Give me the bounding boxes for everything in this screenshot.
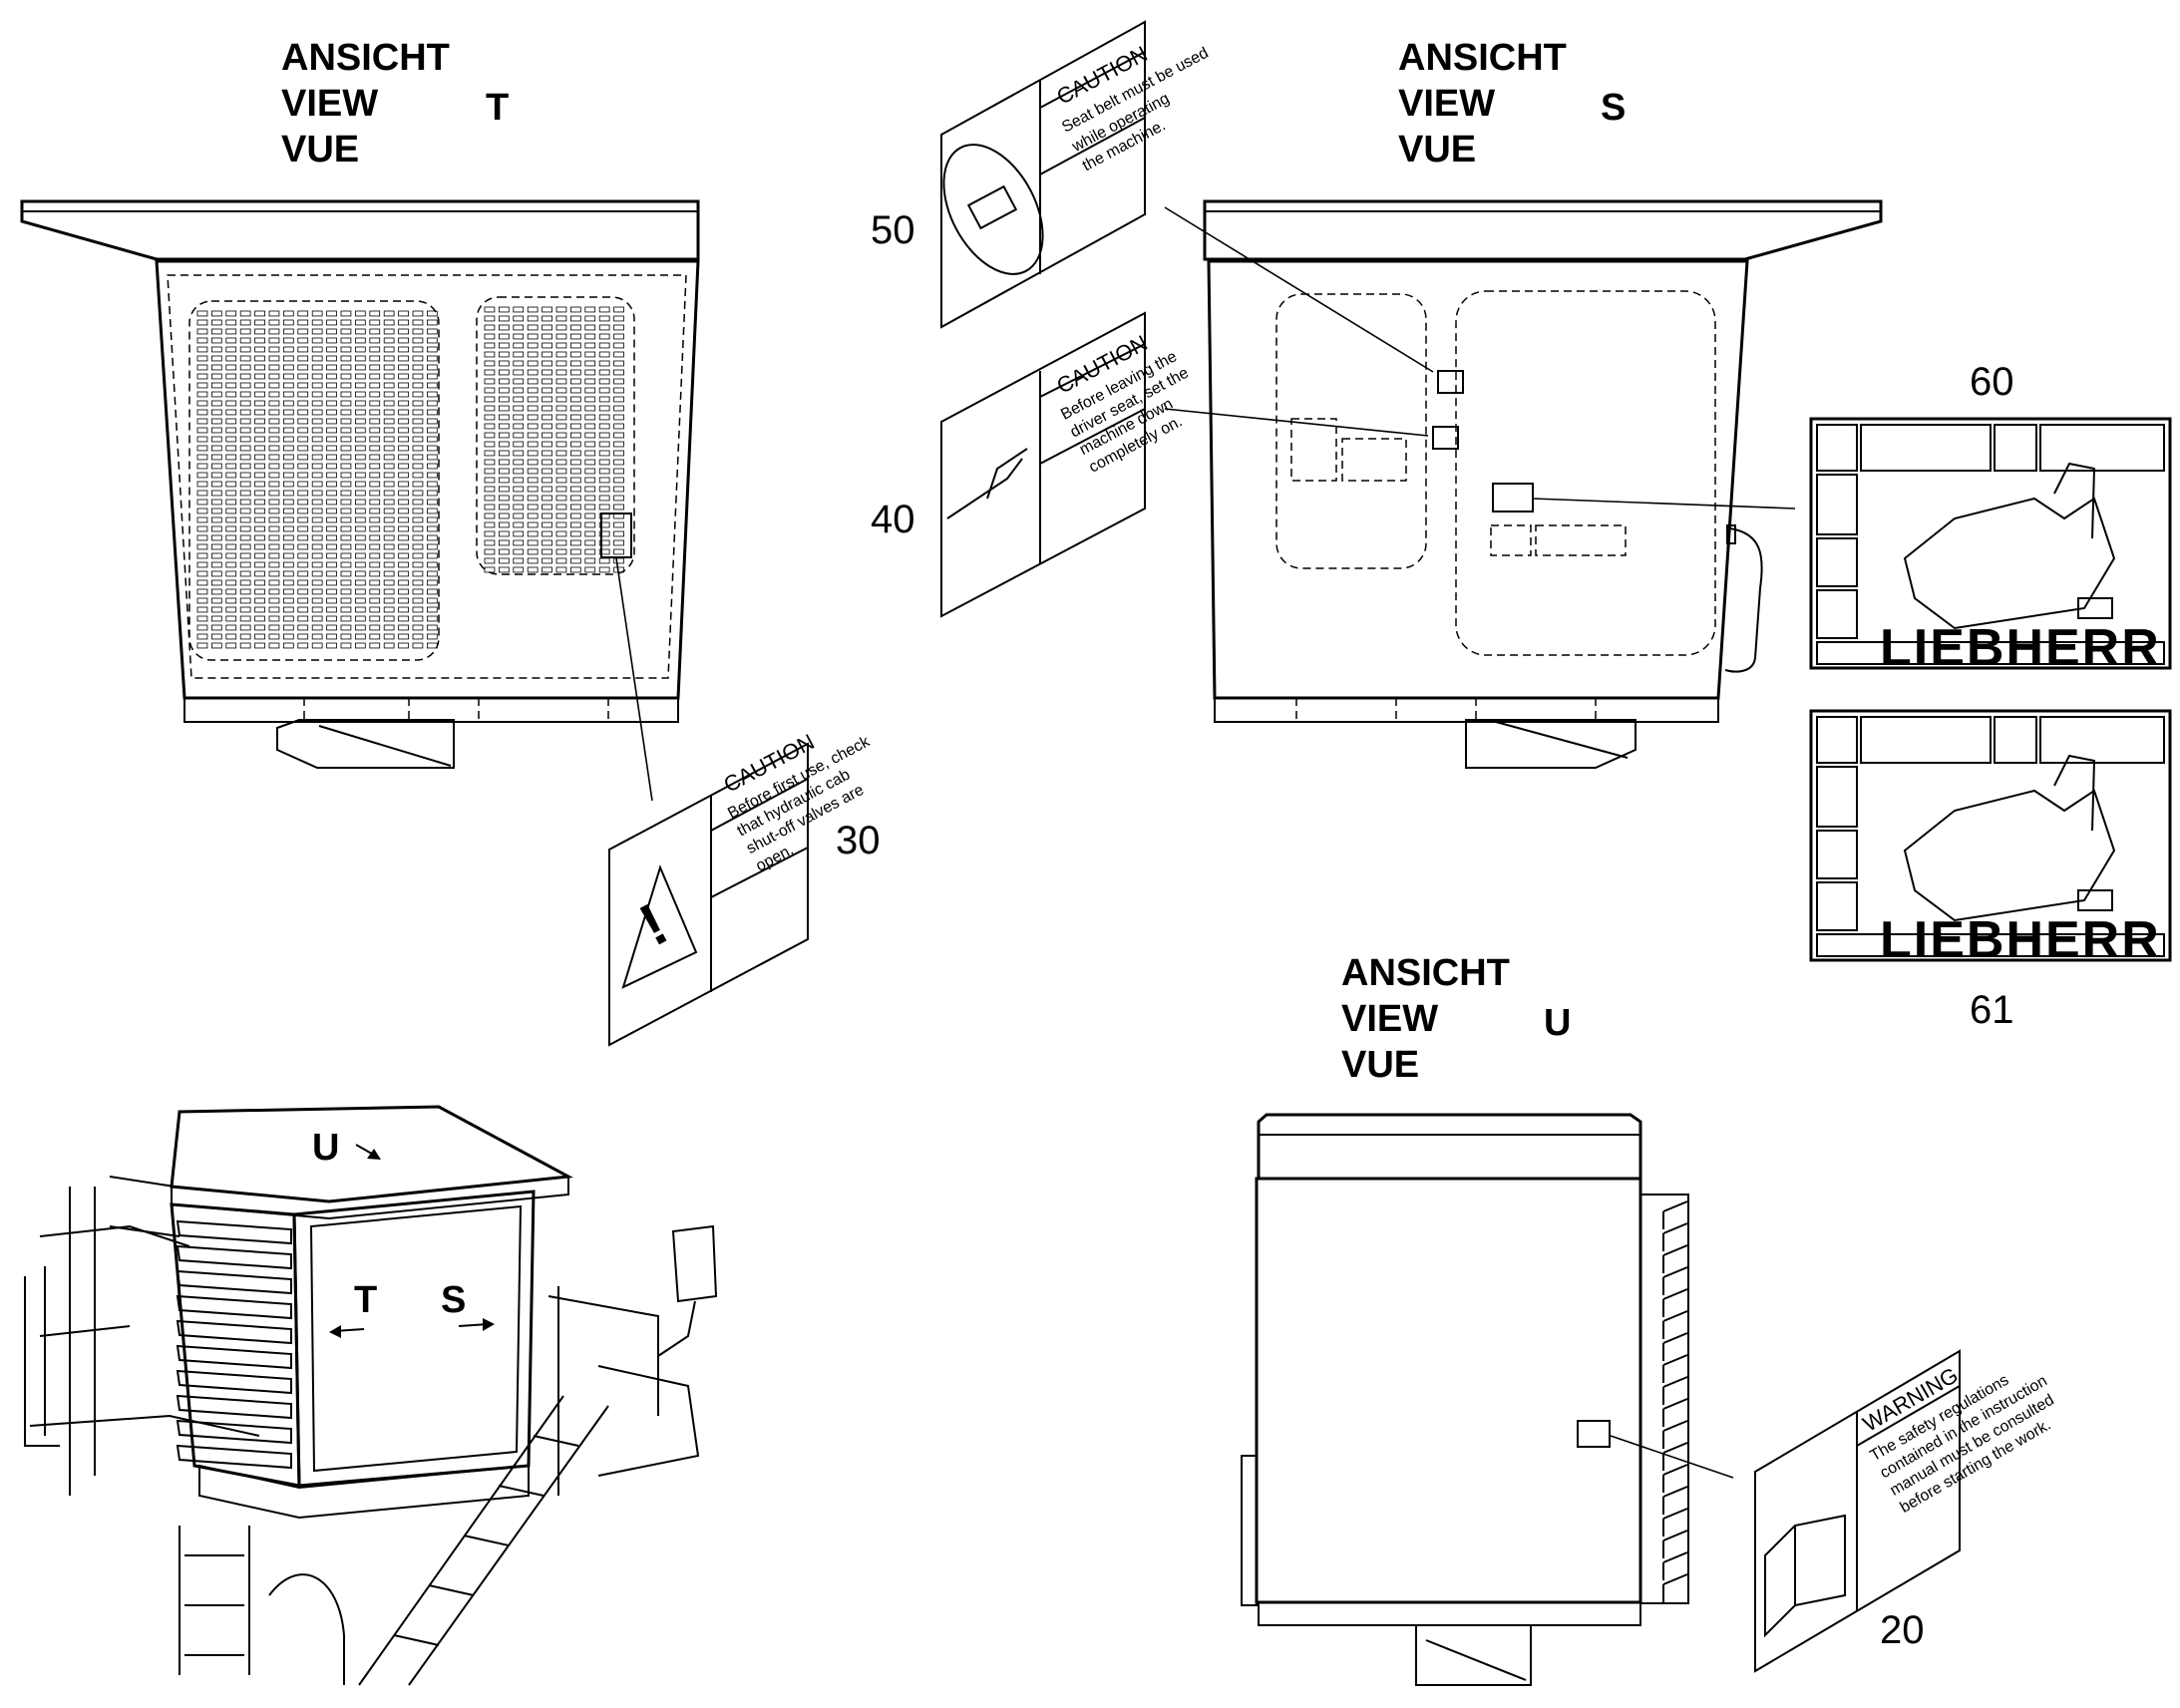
- callout-60: 60: [1970, 360, 2014, 404]
- decal-61-logo: LIEBHERR: [1880, 911, 2161, 969]
- book-icon: [1764, 1514, 1846, 1638]
- view-t-left-window-grid: [196, 310, 438, 649]
- leader-50: [1164, 206, 1434, 373]
- iso-arrow-s-head: [483, 1318, 495, 1331]
- decal-40: CAUTION Before leaving the driver seat, …: [940, 311, 1192, 618]
- leader-40: [1164, 408, 1429, 437]
- view-u-vue: VUE: [1341, 1044, 1419, 1086]
- decal-60: LIEBHERR: [1809, 417, 2172, 677]
- iso-arrow-t-head: [329, 1325, 341, 1338]
- view-t-title: ANSICHT VIEW VUE T: [281, 37, 509, 171]
- view-s-ansicht: ANSICHT: [1398, 37, 1567, 79]
- decal-50: CAUTION Seat belt must be used while ope…: [940, 20, 1212, 329]
- view-t-letter: T: [486, 87, 509, 129]
- view-s-letter: S: [1601, 87, 1626, 129]
- callout-20: 20: [1880, 1608, 1925, 1652]
- view-u-ansicht: ANSICHT: [1341, 952, 1510, 994]
- leader-60: [1532, 498, 1796, 510]
- view-t-view: VIEW: [281, 83, 378, 125]
- decal-61: LIEBHERR: [1809, 709, 2172, 969]
- iso-arrow-u-label: U: [312, 1127, 339, 1169]
- mirror-icon: [671, 1224, 718, 1303]
- callout-40: 40: [871, 498, 915, 541]
- view-u-view: VIEW: [1341, 998, 1438, 1040]
- svg-text:!: !: [629, 890, 678, 959]
- lever-icon: [946, 448, 1028, 519]
- view-t-vue: VUE: [281, 129, 359, 171]
- callout-30: 30: [836, 819, 881, 862]
- warning-triangle-icon: [621, 864, 698, 989]
- iso-arrow-u-head: [367, 1149, 381, 1160]
- view-s-title: ANSICHT VIEW VUE S: [1398, 37, 1626, 171]
- decal-30: ! CAUTION Before first use, check that h…: [608, 729, 874, 1047]
- view-u-letter: U: [1544, 1002, 1571, 1044]
- callout-50: 50: [871, 208, 915, 252]
- iso-arrow-s-label: S: [441, 1279, 466, 1321]
- view-u-cab-drawing: [1241, 1113, 1689, 1686]
- view-t-right-window-grid: [484, 306, 624, 573]
- isometric-machine-overview: [24, 1105, 718, 1686]
- decal-60-logo: LIEBHERR: [1880, 619, 2161, 677]
- leader-30: [615, 557, 653, 802]
- view-u-title: ANSICHT VIEW VUE U: [1341, 952, 1571, 1086]
- iso-side-fins: [176, 1219, 292, 1470]
- callout-61: 61: [1970, 988, 2014, 1032]
- seatbelt-icon: [942, 144, 1044, 275]
- iso-view-arrows: U T S: [312, 1127, 495, 1338]
- view-s-vue: VUE: [1398, 129, 1476, 171]
- view-s-cab-drawing: [1203, 199, 1883, 769]
- view-s-view: VIEW: [1398, 83, 1495, 125]
- view-t-ansicht: ANSICHT: [281, 37, 450, 79]
- view-u-side-fins: [1662, 1200, 1688, 1602]
- leader-20: [1610, 1435, 1734, 1479]
- view-t-cab-drawing: [20, 199, 700, 769]
- iso-arrow-t-label: T: [354, 1279, 377, 1321]
